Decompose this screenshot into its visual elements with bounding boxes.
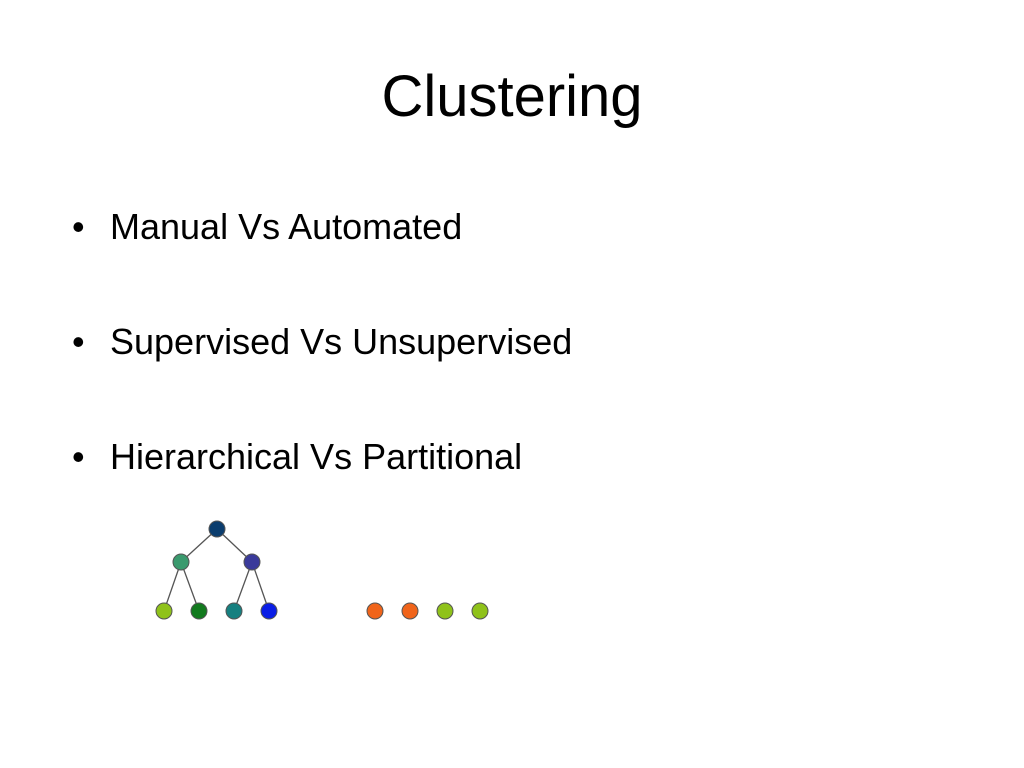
bullet-text: Supervised Vs Unsupervised xyxy=(110,321,573,362)
tree-mid-node xyxy=(243,553,261,571)
tree-edge xyxy=(233,561,253,612)
bullet-item-manual-automated: • Manual Vs Automated xyxy=(70,204,572,319)
slide-title: Clustering xyxy=(381,64,643,129)
tree-mid-node xyxy=(172,553,190,571)
partition-point xyxy=(436,602,454,620)
tree-leaf-node xyxy=(260,602,278,620)
partition-point xyxy=(366,602,384,620)
tree-leaf-node xyxy=(155,602,173,620)
partitional-points xyxy=(366,602,489,620)
tree-leaf-node xyxy=(225,602,243,620)
tree-root-node xyxy=(208,520,226,538)
bullet-text: Manual Vs Automated xyxy=(110,206,463,247)
tree-edge xyxy=(180,561,200,612)
bullet-list: • Manual Vs Automated • Supervised Vs Un… xyxy=(70,204,572,549)
bullet-text: Hierarchical Vs Partitional xyxy=(110,436,523,477)
tree-leaf-node xyxy=(190,602,208,620)
bullet-item-hierarchical-partitional: • Hierarchical Vs Partitional xyxy=(70,434,572,549)
partition-point xyxy=(471,602,489,620)
tree-edge xyxy=(251,561,270,612)
bullet-dot-icon: • xyxy=(72,436,85,477)
partition-point xyxy=(401,602,419,620)
hierarchical-tree xyxy=(155,520,278,620)
bullet-dot-icon: • xyxy=(72,206,85,247)
bullet-item-supervised-unsupervised: • Supervised Vs Unsupervised xyxy=(70,319,572,434)
clustering-diagram xyxy=(155,520,489,620)
bullet-dot-icon: • xyxy=(72,321,85,362)
tree-edge xyxy=(163,561,182,612)
